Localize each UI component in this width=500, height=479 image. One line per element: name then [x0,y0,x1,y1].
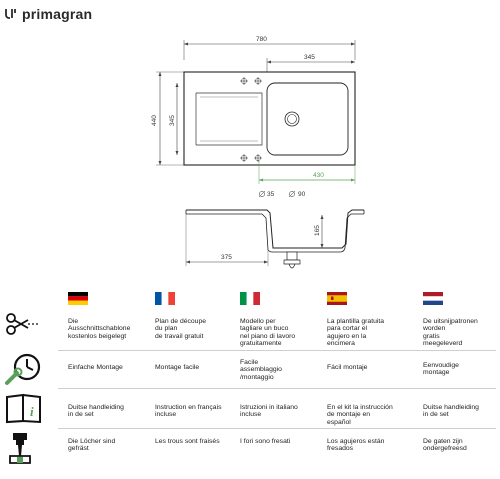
hole-large: 90 [298,191,306,198]
row-manual-nl: Duitse handleiding in de set [423,404,479,419]
flag-germany-icon [68,292,88,305]
dim-height-total: 440 [151,115,158,126]
row-assembly-it: Facile assemblaggio /montaggio [240,359,282,381]
row-divider [58,350,496,351]
row-milled-it: I fori sono fresati [240,438,291,445]
sink-technical-drawing: 780 345 440 345 430 35 90 [151,36,365,269]
scissors-template-icon [6,313,39,335]
dim-bowl-inner: 430 [313,172,324,179]
flag-france-icon [155,292,175,305]
row-template-fr: Plan de découpe du plan de travail gratu… [155,318,207,340]
row-manual-es: En el kit la instrucción de montaje en e… [327,404,393,426]
brand-name: primagran [22,6,93,22]
primagran-logo-icon [5,9,16,19]
row-assembly-nl: Eenvoudige montage [423,362,459,377]
row-divider [58,428,496,429]
row-divider [58,388,496,389]
row-manual-fr: Instruction en français incluse [155,404,222,419]
row-milled-de: Die Löcher sind gefräst [68,438,116,453]
row-milled-fr: Les trous sont fraisés [155,438,220,445]
flag-spain-icon [327,292,347,305]
flag-netherlands-icon [423,292,443,305]
dim-height-bowl: 345 [169,115,176,126]
row-assembly-es: Fácil montaje [327,364,368,371]
hole-small: 35 [267,191,275,198]
row-assembly-de: Einfache Montage [68,364,123,371]
dim-width-bowl: 345 [304,54,315,61]
manual-book-icon: i [6,393,41,424]
clock-wrench-icon [5,353,41,385]
row-manual-de: Duitse handleiding in de set [68,404,124,419]
dim-front: 375 [221,254,232,261]
row-milled-nl: De gaten zijn ondergefreesd [423,438,467,453]
brand-logo: primagran [4,6,92,22]
drill-holes-icon [9,433,31,464]
row-template-nl: De uitsnijpatronen worden gratis meegele… [423,318,478,347]
row-manual-it: Istruzioni in italiano incluse [240,404,298,419]
dim-width-total: 780 [256,36,267,43]
row-milled-es: Los agujeros están fresados [327,438,385,453]
row-template-de: Die Ausschnittschablone kostenlos beigel… [68,318,131,340]
row-assembly-fr: Montage facile [155,364,200,371]
row-template-it: Modello per tagliare un buco nel piano d… [240,318,296,347]
svg-text:i: i [30,404,34,419]
row-template-es: La plantilla gratuita para cortar el agu… [327,318,385,347]
flag-italy-icon [240,292,260,305]
dim-depth: 165 [314,225,321,236]
